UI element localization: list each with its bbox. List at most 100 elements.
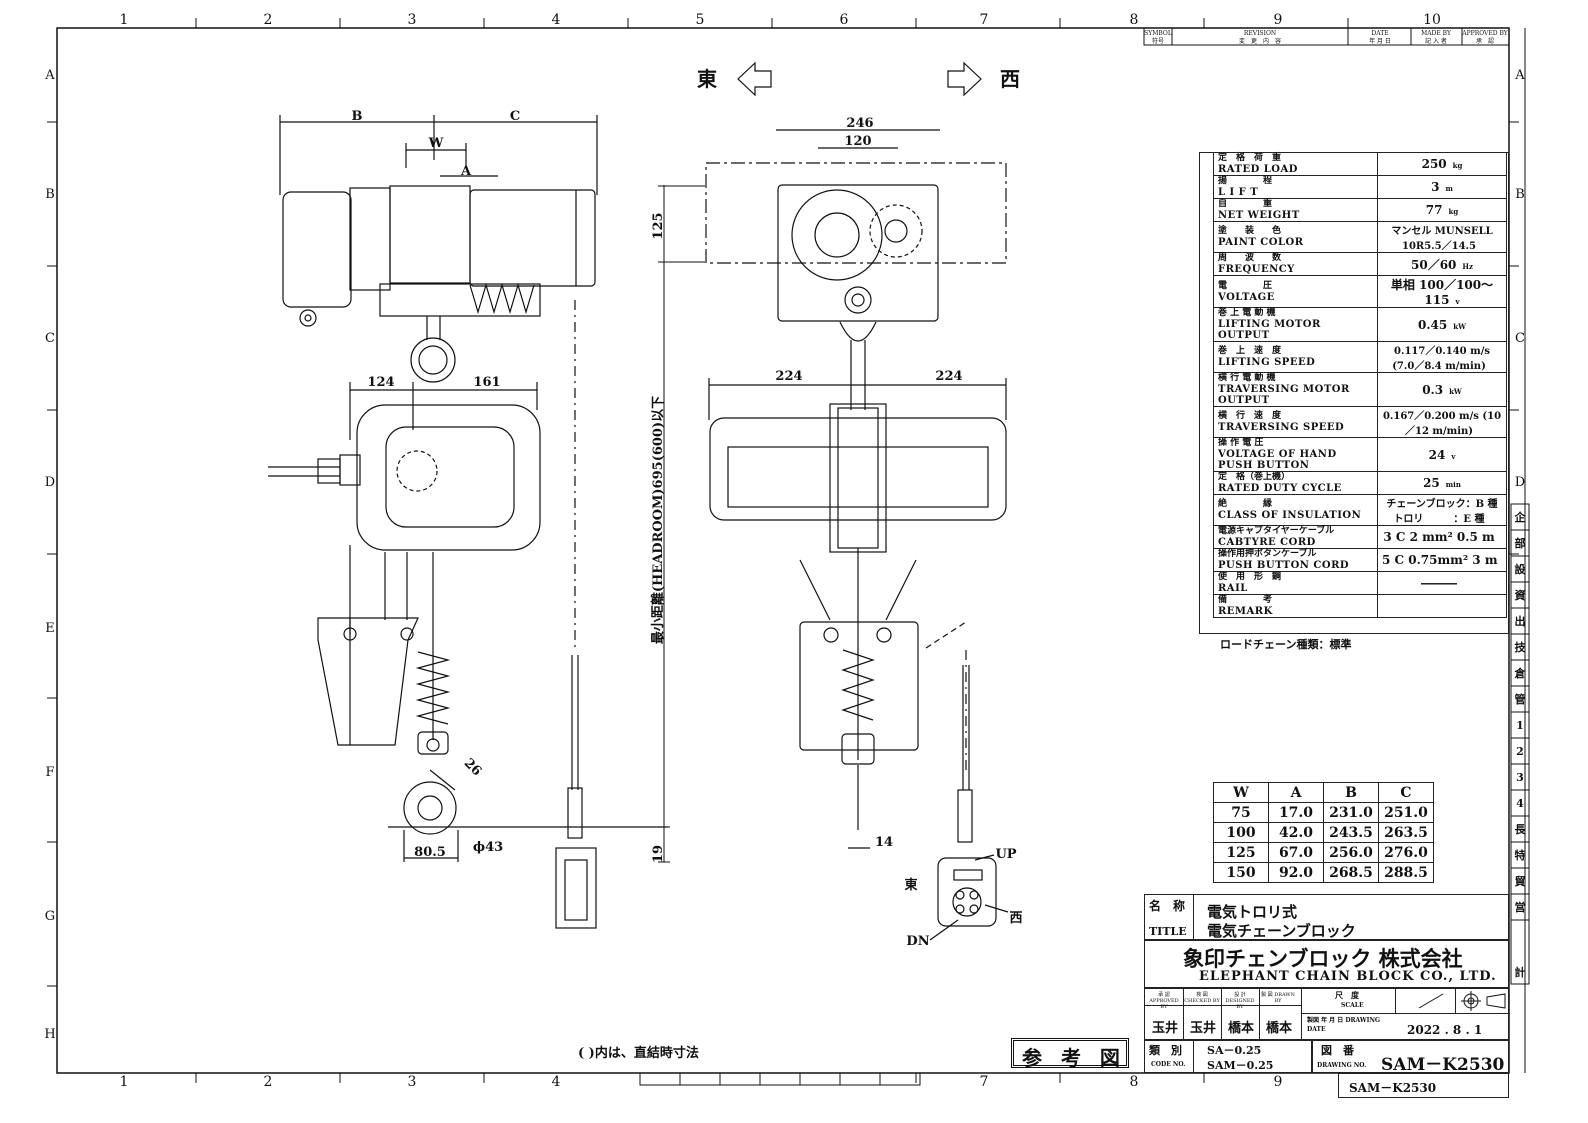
- spec-value-text: チェーンブロック：B 種 トロリ ：E 種: [1386, 499, 1498, 525]
- ruler-num: 9: [1274, 12, 1283, 28]
- dim-a: A: [460, 164, 472, 179]
- drawn-label: 製 図 DRAWN BY: [1261, 992, 1295, 1004]
- approved-label: 承 認 APPROVED BY: [1149, 992, 1179, 1010]
- spec-value-text: 3: [1431, 180, 1440, 194]
- load-chain-note: ロードチェーン種類：標準: [1220, 638, 1352, 651]
- spec-label-jp: 横 行 電 動 機: [1218, 373, 1276, 383]
- front-view: [705, 129, 1009, 941]
- projection-symbol-icon: [1461, 991, 1506, 1011]
- rev-revision-jp: 変 更 内 容: [1239, 37, 1281, 45]
- title-line-1: 電気トロリ式: [1207, 903, 1298, 921]
- headroom-labels: 125 最小距離(HEADROOM)695(600)以下 19: [650, 212, 666, 863]
- spec-value-text: 0.117／0.140 m/s (7.0／8.4 m/min): [1392, 346, 1490, 372]
- spec-value-text: ―――: [1421, 576, 1457, 590]
- spec-value-text: 50／60: [1411, 257, 1457, 272]
- drawing-no-small: SAM－K2530: [1349, 1081, 1437, 1095]
- spec-value: チェーンブロック：B 種 トロリ ：E 種: [1377, 494, 1507, 526]
- side-stamp: 特: [1515, 848, 1526, 862]
- side-stamp-last: 計: [1515, 965, 1526, 979]
- spec-label-jp: 巻 上 速 度: [1218, 346, 1282, 356]
- dim-c: C: [510, 109, 520, 124]
- ruler-num: 2: [264, 1074, 273, 1090]
- dim-table-cell: 276.0: [1378, 842, 1434, 863]
- dim-table-header-cell: W: [1213, 782, 1269, 803]
- spec-label-jp: 定 格（巻上機）: [1218, 472, 1291, 482]
- dim-table-header-cell: B: [1323, 782, 1379, 803]
- west-label: 西: [1000, 67, 1020, 91]
- direction-indicator: 東 西: [697, 61, 1020, 97]
- class-en: CODE NO.: [1151, 1061, 1186, 1068]
- rev-made-jp: 記 入 者: [1425, 37, 1447, 45]
- row-letter: F: [45, 765, 54, 780]
- ruler-num: 7: [980, 1074, 989, 1090]
- spec-unit: kW: [1449, 386, 1462, 396]
- sig-drawn: 橋本: [1265, 1021, 1292, 1036]
- dim-125: 125: [651, 212, 666, 239]
- row-letter: B: [1515, 187, 1525, 202]
- pendant-up: UP: [995, 847, 1016, 862]
- dim-b: B: [352, 109, 363, 124]
- row-letter: E: [45, 621, 55, 636]
- row-letter: B: [45, 187, 55, 202]
- dim-table-cell: 256.0: [1323, 842, 1379, 863]
- spec-value-text: 0.45: [1418, 317, 1448, 332]
- title-box: 名 称 TITLE 電気トロリ式 電気チェーンブロック: [1144, 894, 1509, 940]
- code-no-2: SAM－0.25: [1207, 1059, 1274, 1072]
- dim-table-cell: 125: [1213, 842, 1269, 863]
- dim-120: 120: [844, 134, 871, 149]
- dim-224-right: 224: [935, 369, 962, 384]
- spec-label-jp: 電源キャブタイヤーケーブル: [1218, 526, 1335, 536]
- code-no-1: SA－0.25: [1207, 1044, 1262, 1057]
- ruler-num: 1: [120, 1074, 129, 1090]
- dim-phi43: ϕ43: [473, 840, 503, 855]
- rev-symbol-jp: 符号: [1152, 37, 1164, 45]
- spec-unit: min: [1445, 480, 1461, 489]
- ruler-num: 3: [408, 1074, 417, 1090]
- rev-date: DATE: [1371, 30, 1388, 37]
- dim-19: 19: [651, 845, 666, 863]
- dim-124: 124: [367, 375, 394, 390]
- spec-label-en: VOLTAGE: [1218, 291, 1275, 303]
- spec-value-text: 単相 100／100～115: [1390, 278, 1494, 307]
- spec-label-en: CLASS OF INSULATION: [1218, 510, 1362, 521]
- spec-value-text: 24: [1428, 447, 1446, 462]
- row-letter: A: [1514, 68, 1525, 83]
- side-stamp: 長: [1515, 823, 1527, 836]
- spec-label-jp: 揚 程: [1218, 176, 1273, 186]
- ruler-num: 5: [696, 12, 705, 28]
- top-ruler-numbers: 1 2 3 4 5 6 7 8 9 10: [120, 12, 1441, 28]
- spec-value-text: マンセル MUNSELL 10R5.5／14.5: [1391, 226, 1493, 252]
- drawing-no: SAM－K2530: [1381, 1055, 1505, 1075]
- headroom-dim: [658, 185, 705, 863]
- spec-value: 0.117／0.140 m/s (7.0／8.4 m/min): [1377, 341, 1507, 373]
- rev-revision: REVISION: [1244, 30, 1276, 37]
- rev-approved: APPROVED BY: [1461, 30, 1508, 37]
- spec-label-jp: 使 用 形 鋼: [1218, 572, 1282, 582]
- arrow-right-icon: [947, 61, 982, 97]
- spec-label-jp: 塗 装 色: [1218, 226, 1282, 236]
- spec-label-jp: 周 波 数: [1218, 253, 1282, 263]
- dim-table-cell: 288.5: [1378, 862, 1434, 883]
